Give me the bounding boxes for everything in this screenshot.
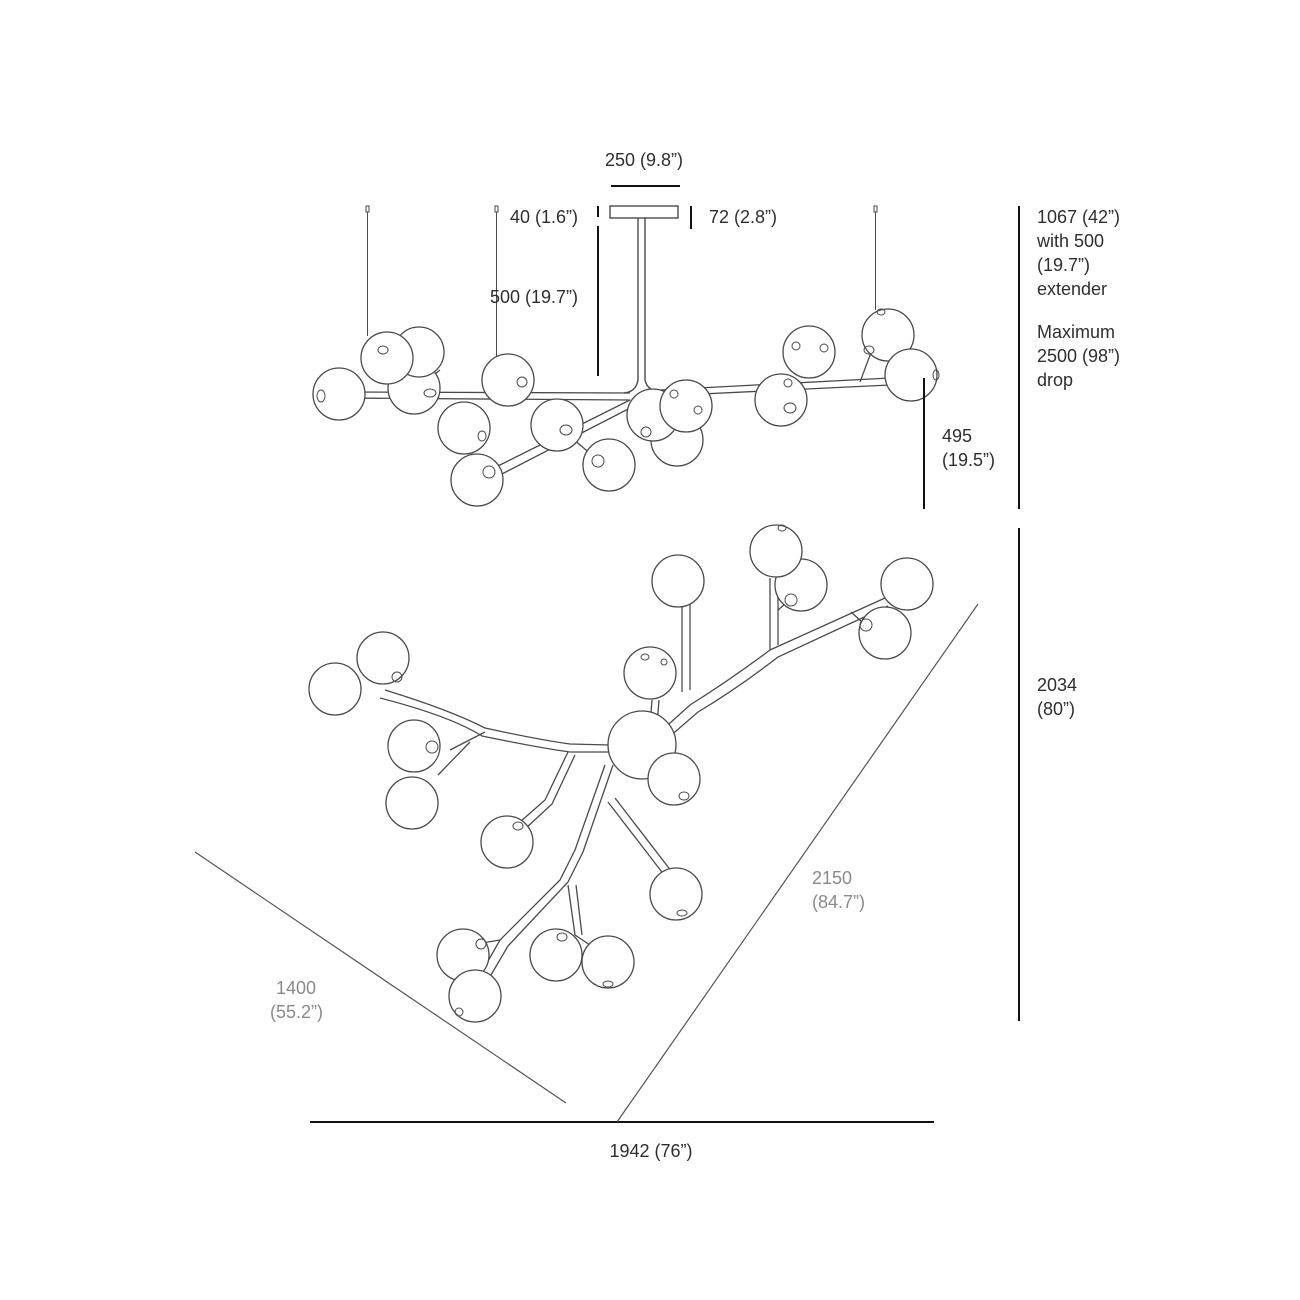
- plan-globes: [308, 524, 934, 1023]
- max-drop-line-2: 2500 (98”): [1037, 346, 1120, 366]
- overall-height-line-1: 1067 (42”): [1037, 207, 1120, 227]
- overall-width-label: 1942 (76”): [609, 1141, 692, 1161]
- elevation-globe-sockets: [316, 308, 940, 479]
- stem-length-label: 500 (19.7”): [490, 287, 578, 307]
- plan-dimension-lines: [194, 528, 1020, 1123]
- diagonal-long-line-1: 2150: [812, 868, 852, 888]
- max-drop-line-3: drop: [1037, 370, 1073, 390]
- max-drop-label: Maximum 2500 (98”) drop: [1037, 322, 1120, 390]
- diagonal-short-line-1: 1400: [276, 978, 316, 998]
- overall-height-line-2: with 500: [1036, 231, 1104, 251]
- diagonal-short-line-2: (55.2”): [270, 1002, 323, 1022]
- canopy-height-label: 72 (2.8”): [709, 207, 777, 227]
- plan-view: [194, 524, 1020, 1123]
- overall-height-line-4: extender: [1037, 279, 1107, 299]
- overall-depth-line-1: 2034: [1037, 675, 1077, 695]
- dimension-labels: 250 (9.8”) 40 (1.6”) 72 (2.8”) 500 (19.7…: [270, 150, 1120, 1161]
- suspension-cables: [365, 205, 878, 360]
- diagonal-long-label: 2150 (84.7”): [812, 868, 865, 912]
- plan-arms: [379, 578, 889, 981]
- elevation-dimension-lines: [597, 185, 1020, 509]
- body-height-line-1: 495: [942, 426, 972, 446]
- plan-globe-sockets: [391, 524, 873, 1017]
- overall-height-label: 1067 (42”) with 500 (19.7”) extender: [1036, 207, 1120, 299]
- elevation-view: [312, 185, 1020, 509]
- overall-depth-label: 2034 (80”): [1037, 675, 1077, 719]
- body-height-label: 495 (19.5”): [942, 426, 995, 470]
- overall-height-line-3: (19.7”): [1037, 255, 1090, 275]
- body-height-line-2: (19.5”): [942, 450, 995, 470]
- overall-depth-line-2: (80”): [1037, 699, 1075, 719]
- diagonal-short-label: 1400 (55.2”): [270, 978, 323, 1022]
- canopy: [609, 205, 679, 394]
- elevation-globes: [312, 308, 938, 507]
- diagonal-long-line-2: (84.7”): [812, 892, 865, 912]
- canopy-depth-label: 40 (1.6”): [510, 207, 578, 227]
- max-drop-line-1: Maximum: [1037, 322, 1115, 342]
- canopy-width-label: 250 (9.8”): [605, 150, 683, 170]
